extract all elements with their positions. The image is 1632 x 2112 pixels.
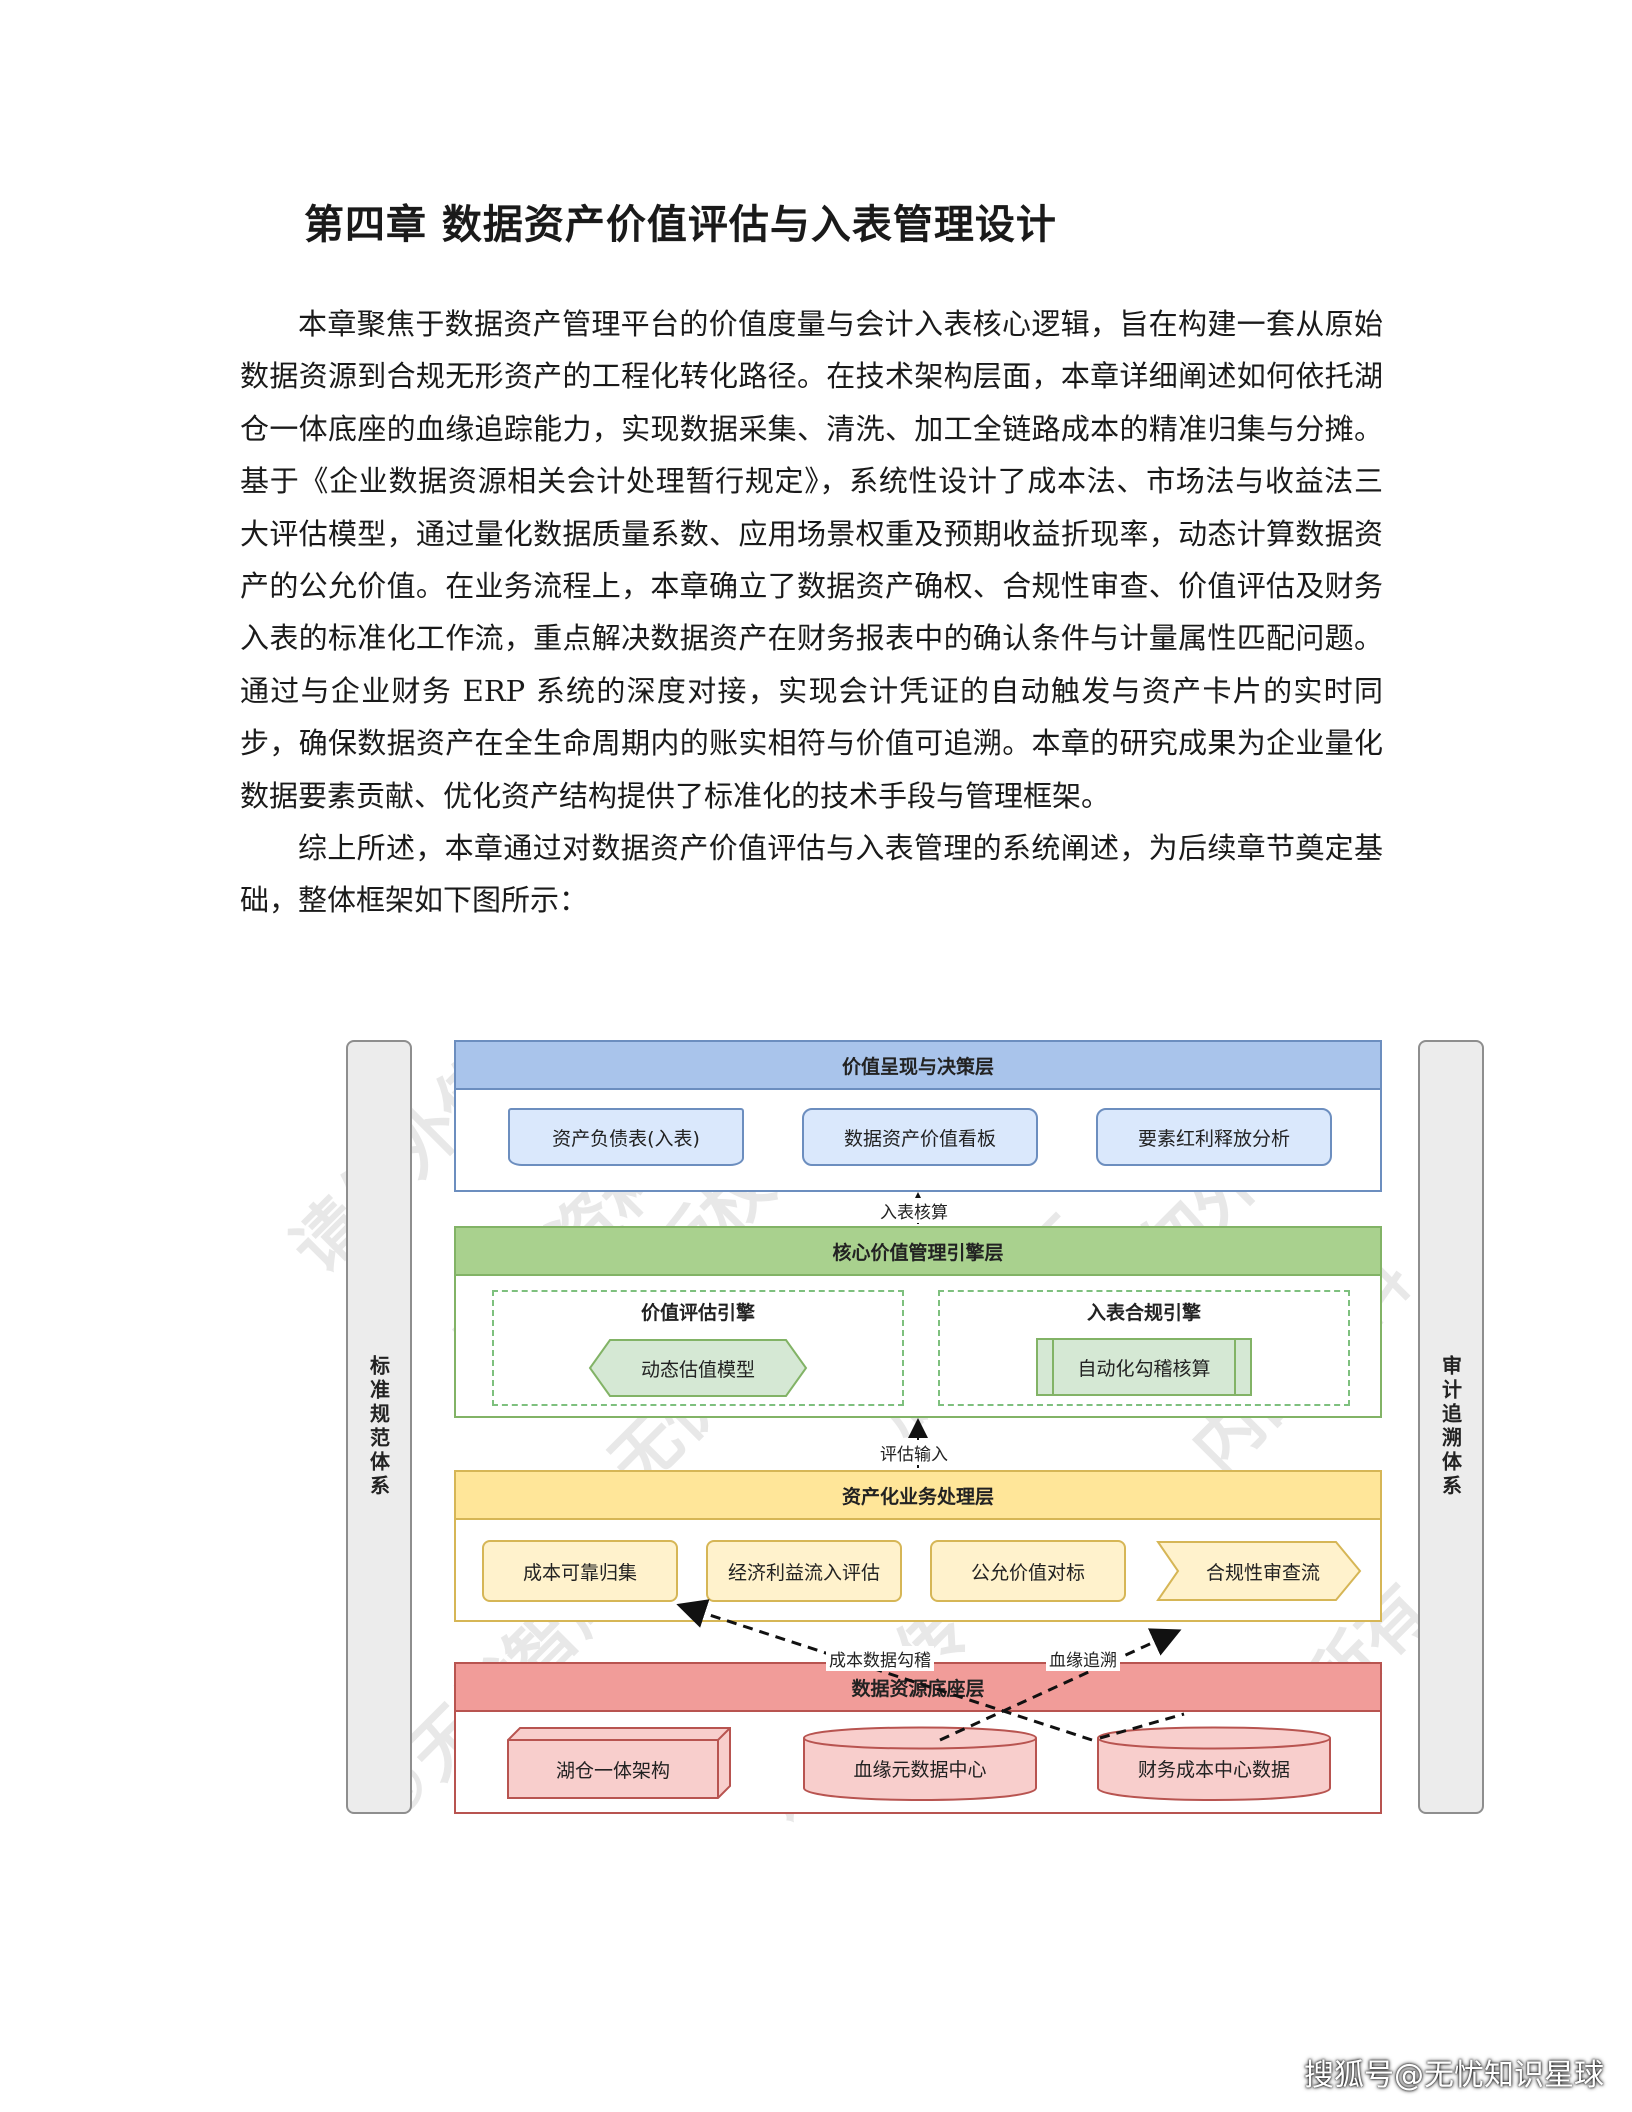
benefit-inflow-eval: 经济利益流入评估 [706, 1540, 902, 1602]
layer-data-foundation: 数据资源底座层 湖仓一体架构 血缘元数据中心 财务成本中心数据 [454, 1662, 1382, 1814]
paragraph-summary: 综上所述，本章通过对数据资产价值评估与入表管理的系统阐述，为后续章节奠定基础，整… [240, 831, 1383, 918]
compliance-engine-group [938, 1290, 1350, 1406]
paragraph-intro: 本章聚焦于数据资产管理平台的价值度量与会计入表核心逻辑，旨在构建一套从原始数据资… [240, 307, 1383, 813]
auto-reconcile-process [1036, 1338, 1252, 1396]
value-dashboard: 数据资产价值看板 [802, 1108, 1038, 1166]
valuation-model-label: 动态估值模型 [640, 1358, 755, 1381]
body-text: 本章聚焦于数据资产管理平台的价值度量与会计入表核心逻辑，旨在构建一套从原始数据资… [240, 298, 1383, 927]
eval-engine-group [492, 1290, 904, 1406]
lineage-metadata-label: 血缘元数据中心 [853, 1758, 987, 1781]
process-bar-right [1234, 1338, 1236, 1396]
layer-title: 资产化业务处理层 [456, 1472, 1380, 1520]
layer-core-engine: 核心价值管理引擎层 价值评估引擎 动态估值模型 入表合规引擎 自动化勾稽核算 [454, 1226, 1382, 1418]
dividend-analysis: 要素红利释放分析 [1096, 1108, 1332, 1166]
chapter-title: 第四章 数据资产价值评估与入表管理设计 [304, 202, 1057, 248]
source-credit: 搜狐号@无忧知识星球 [1304, 2058, 1604, 2093]
audit-pillar-label: 审计追溯体系 [1438, 1355, 1463, 1499]
layer-title: 价值呈现与决策层 [456, 1042, 1380, 1090]
lakehouse-label: 湖仓一体架构 [555, 1759, 670, 1782]
connector-label-cost-check: 成本数据勾稽 [826, 1646, 934, 1671]
compliance-engine-title: 入表合规引擎 [1086, 1302, 1201, 1324]
layer-title: 核心价值管理引擎层 [456, 1228, 1380, 1276]
process-bar-left [1052, 1338, 1054, 1396]
eval-engine-title: 价值评估引擎 [640, 1302, 755, 1324]
auto-reconcile-label: 自动化勾稽核算 [1077, 1357, 1211, 1380]
cost-collection: 成本可靠归集 [482, 1540, 678, 1602]
layer-presentation-decision: 价值呈现与决策层 资产负债表(入表) 数据资产价值看板 要素红利释放分析 [454, 1040, 1382, 1192]
layer-business-processing: 资产化业务处理层 成本可靠归集 经济利益流入评估 公允价值对标 合规性审查流 [454, 1470, 1382, 1622]
balance-sheet-doc: 资产负债表(入表) [508, 1108, 744, 1166]
framework-diagram: 请勿外传 内部资料 版权所有 ©无忧智库 请勿外传 内部资料 版权所有 ©无忧智… [277, 1020, 1560, 1860]
fair-value-benchmark: 公允价值对标 [930, 1540, 1126, 1602]
layer-title: 数据资源底座层 [456, 1664, 1380, 1712]
compliance-review-label: 合规性审查流 [1205, 1561, 1320, 1584]
connector-label-lineage: 血缘追溯 [1046, 1646, 1120, 1671]
standards-pillar-label: 标准规范体系 [366, 1355, 391, 1499]
standards-pillar: 标准规范体系 [346, 1040, 412, 1814]
connector-label-eval-input: 评估输入 [877, 1440, 951, 1465]
audit-pillar: 审计追溯体系 [1418, 1040, 1484, 1814]
connector-label-accounting: 入表核算 [877, 1198, 951, 1223]
finance-cost-label: 财务成本中心数据 [1137, 1758, 1290, 1781]
